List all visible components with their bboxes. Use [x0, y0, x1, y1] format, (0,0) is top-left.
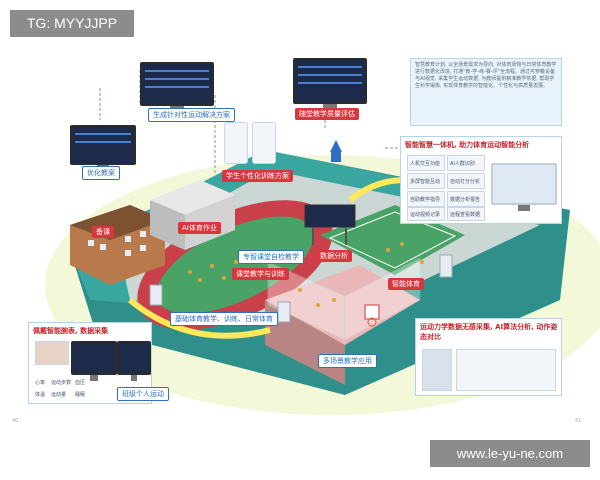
label-ai-lesson: 课堂教学与训练: [232, 268, 289, 280]
label-lesson-prep: 专智课堂自检教学: [238, 250, 304, 264]
wear-item-4: 体温: [35, 392, 46, 398]
ai-item-2: AI人群识别: [447, 155, 485, 171]
wearable-screen: [71, 341, 117, 381]
label-basic-teaching: 基础体育教学、训练、日常体育: [170, 312, 278, 326]
label-plan: 生成针对性运动解决方案: [148, 108, 235, 122]
motion-chart: [456, 349, 556, 391]
watermark-bottom: www.le-yu-ne.com: [430, 440, 590, 467]
page-number-right: 41: [575, 418, 582, 424]
ai-panel: 智能智慧一体机, 助力体育运动智能分析 人机交互功能 AI人群识别 多屏智能互动…: [400, 136, 562, 224]
ai-item-8: 远程查看数据: [447, 207, 485, 221]
label-setting: 备课: [92, 226, 114, 238]
wear-item-1: 心率: [35, 380, 46, 386]
monitor-plan: [140, 62, 214, 112]
ai-item-3: 多屏智能互动: [407, 173, 445, 189]
motion-panel: 运动力学数据无感采集, AI算法分析, 动作姿态对比: [415, 318, 562, 396]
wear-item-2: 运动步数: [51, 380, 72, 386]
wear-item-3: 血压: [75, 380, 86, 386]
phone-left: [224, 122, 248, 164]
intro-panel: 智慧教育计划, 以全场景需求为导向, 对体育场馆与日常体育教学进行数据化改造, …: [410, 58, 562, 126]
wrist-image: [35, 341, 69, 365]
wearable-title: 佩戴智能腕表, 数据采集: [33, 327, 109, 335]
intro-text: 智慧教育计划, 以全场景需求为导向, 对体育场馆与日常体育教学进行数据化改造, …: [415, 62, 557, 89]
label-homework: AI体育作业: [178, 222, 221, 234]
wear-button[interactable]: 班级个人运动: [117, 387, 169, 401]
label-optimize: 优化教案: [82, 166, 120, 180]
ai-item-6: 数据分析报告: [447, 191, 485, 207]
wearable-screen-2: [117, 341, 151, 381]
label-multi-teaching: 多场景教学应用: [318, 354, 377, 368]
page-number-left: 40: [12, 418, 19, 424]
monitor-optimize: [70, 125, 136, 171]
wearable-panel: 佩戴智能腕表, 数据采集 心率 运动步数 血压 体温 运动量 睡眠 班级个人运动: [28, 322, 169, 404]
wear-item-6: 睡眠: [75, 392, 86, 398]
label-data-analysis: 数据分析: [316, 250, 352, 262]
monitor-quality: [293, 58, 367, 110]
ai-item-4: 自动打分分析: [447, 173, 485, 189]
ai-item-5: 自助教学指导: [407, 191, 445, 207]
ai-item-7: 运动视频记录: [407, 207, 445, 221]
label-sports-hall: 智能体育: [388, 278, 424, 290]
label-individual: 学生个性化训练方案: [222, 170, 293, 182]
watermark-top: TG: MYYJJPP: [10, 10, 134, 37]
motion-panel-title: 运动力学数据无感采集, AI算法分析, 动作姿态对比: [420, 323, 558, 341]
ai-item-1: 人机交互功能: [407, 155, 445, 171]
wear-item-5: 运动量: [51, 392, 67, 398]
phone-right: [252, 122, 276, 164]
ai-panel-title: 智能智慧一体机, 助力体育运动智能分析: [405, 141, 530, 149]
ai-panel-screen: [491, 163, 557, 211]
label-quality: 随堂教学质量评估: [295, 108, 359, 120]
motion-photo: [422, 349, 452, 391]
